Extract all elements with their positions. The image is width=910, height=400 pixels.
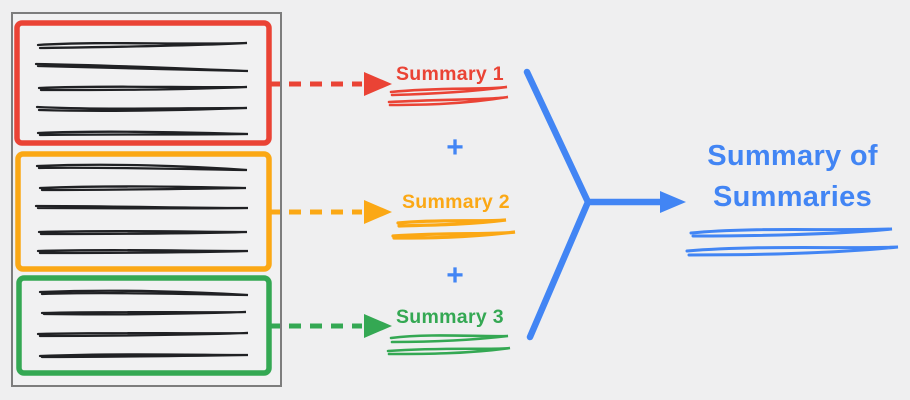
chunk-3-to-summary-3-arrow	[268, 314, 392, 338]
plus-sign-1: +	[446, 131, 464, 164]
chunk-1-to-summary-1-arrow	[268, 72, 392, 96]
output-title-line-2: Summaries	[712, 181, 873, 213]
summary-2-scribbles	[391, 218, 516, 240]
output-title: Summary of Summaries	[665, 136, 910, 218]
summary-2-label: Summary 2	[402, 191, 510, 213]
merge-arrow	[523, 68, 686, 341]
chunk-1-text-scribbles	[34, 41, 249, 137]
summary-1-label: Summary 1	[396, 63, 504, 85]
chunk-2-text-scribbles	[34, 163, 249, 255]
plus-sign-2: +	[446, 259, 464, 292]
summary-3-label: Summary 3	[396, 306, 504, 328]
arrowhead-blue	[660, 191, 686, 213]
output-scribbles	[685, 227, 899, 257]
summary-1-scribbles	[387, 85, 509, 107]
merge-branches	[523, 68, 592, 341]
chunk-2-to-summary-2-arrow	[268, 200, 392, 224]
summary-3-scribbles	[386, 334, 511, 356]
output-title-line-1: Summary of	[707, 140, 878, 172]
arrowhead-green	[364, 314, 392, 338]
chunk-3-text-scribbles	[36, 289, 249, 359]
arrowhead-orange	[364, 200, 392, 224]
arrowhead-red	[364, 72, 392, 96]
document-outline	[11, 12, 282, 387]
